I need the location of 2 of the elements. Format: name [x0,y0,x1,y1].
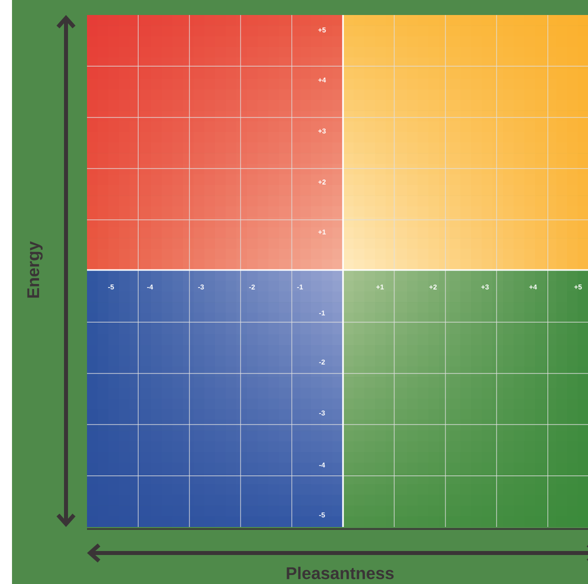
axis-title: Energy [27,241,43,298]
axis-title: Pleasantness [286,566,394,580]
